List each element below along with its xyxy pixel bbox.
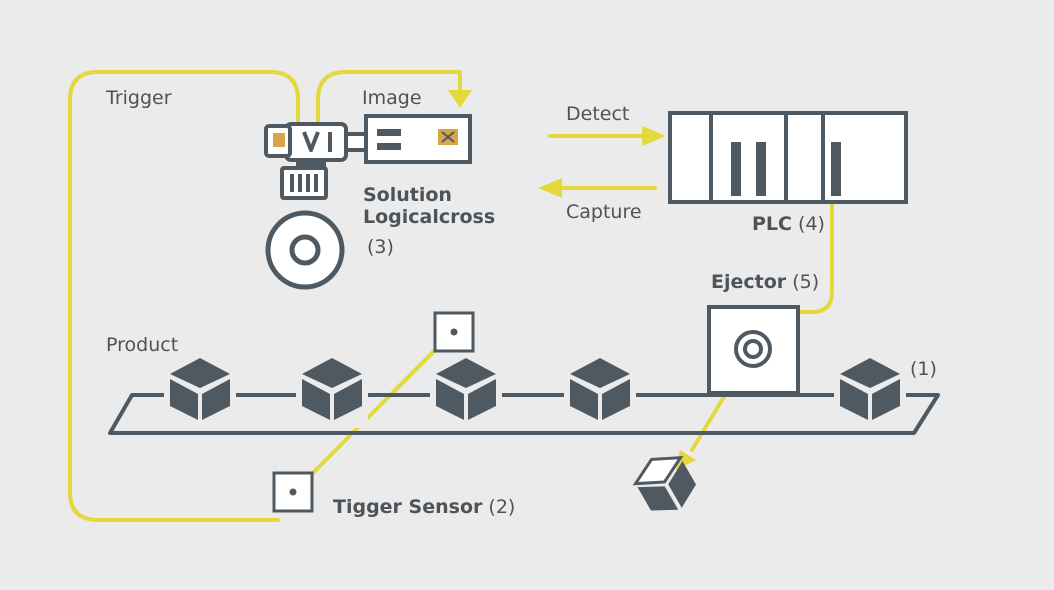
image-line bbox=[316, 70, 462, 124]
sensor-emitter-icon bbox=[433, 311, 475, 353]
image-label: Image bbox=[362, 87, 422, 109]
solution-number: (3) bbox=[367, 236, 394, 258]
plc-rack-icon bbox=[668, 111, 908, 204]
processor-unit-icon bbox=[364, 114, 472, 164]
ejector-number: (5) bbox=[792, 271, 820, 293]
product-box-icon bbox=[564, 356, 636, 428]
ejected-box-icon bbox=[632, 456, 697, 511]
plc-label-text: PLC bbox=[752, 213, 792, 235]
product-box-icon bbox=[834, 356, 906, 428]
capture-label: Capture bbox=[566, 201, 642, 223]
ejector-label-text: Ejector bbox=[711, 271, 787, 293]
plc-label: PLC (4) bbox=[752, 215, 825, 234]
camera-icon bbox=[264, 122, 368, 200]
product-box-icon bbox=[164, 356, 236, 428]
product-box-icon bbox=[296, 356, 368, 428]
product-number: (1) bbox=[910, 358, 937, 380]
sensor-label-text: Tigger Sensor bbox=[333, 496, 483, 518]
ejector-icon bbox=[707, 305, 800, 395]
solution-label-line1: Solution bbox=[363, 184, 452, 206]
detect-label: Detect bbox=[566, 103, 630, 125]
sensor-beam bbox=[293, 330, 455, 493]
product-box-icon bbox=[430, 356, 502, 428]
product-label: Product bbox=[106, 334, 179, 356]
lens-icon bbox=[265, 210, 345, 290]
trigger-line bbox=[68, 70, 300, 522]
solution-label-line2: Logicalcross bbox=[363, 206, 496, 228]
capture-arrowhead bbox=[538, 178, 562, 198]
ejector-label: Ejector (5) bbox=[711, 273, 819, 292]
conveyor-belt bbox=[108, 393, 940, 435]
plc-number: (4) bbox=[798, 213, 825, 235]
sensor-number: (2) bbox=[488, 496, 516, 518]
image-arrowhead bbox=[448, 90, 472, 108]
sensor-label: Tigger Sensor (2) bbox=[333, 498, 515, 517]
plc-ejector-line bbox=[798, 202, 834, 314]
detect-arrowhead bbox=[642, 126, 666, 146]
trigger-label: Trigger bbox=[106, 87, 172, 109]
trigger-sensor-icon bbox=[272, 471, 314, 513]
